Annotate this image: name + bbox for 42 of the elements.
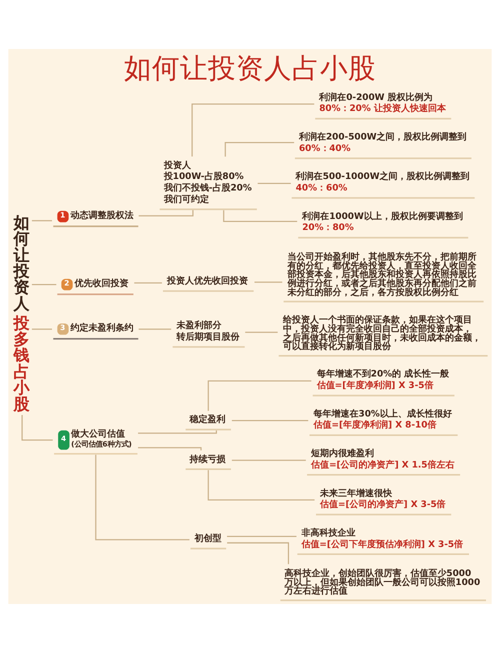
connector <box>192 103 314 157</box>
node-text: 稳定盈利 <box>190 415 226 426</box>
node-text: 高科技企业，创始团队很厉害，估值至少5000万以上，但如果创始团队一般公司可以按照1000万左右进行估值 <box>284 568 480 597</box>
connector <box>32 220 52 222</box>
connector <box>258 182 291 184</box>
node-text: 利润在0-200W 股权比例为 80%：20% 让投资人快速回本 <box>319 92 446 114</box>
node-text: 投资人 投100W-占股80% 我们不投钱-占股20% 我们可约定 <box>164 160 252 205</box>
node-text: 每年增速在30%以上、成长性很好 估值=[年度净利润] X 8-10倍 <box>314 409 452 431</box>
node-text: 短期内很难盈利 估值=[公司的净资产] X 1.5倍左右 <box>311 449 454 470</box>
node-text: 给投资人一个书面的保证条款，如果在这个项目中，投资人没有完全收回自己的全部投资成本，之后再做其他任何新项目时，未收回成本的金额，可以直接转化为新项目股份 <box>282 315 481 352</box>
node-text: 初创型 <box>194 534 222 544</box>
node-text: 利润在500-1000W之间，股权比例调整到 40%：60% <box>296 172 470 194</box>
connector <box>138 328 172 330</box>
connector <box>138 430 217 434</box>
connector <box>232 460 306 461</box>
node-text: 未来三年增速很快 估值=[公司的净资产] X 3-5倍 <box>320 488 446 510</box>
connector <box>227 542 290 564</box>
connector <box>138 210 194 216</box>
connector <box>32 284 56 286</box>
connector <box>224 142 294 157</box>
node-text: 利润在1000W以上，股权比例要调整到 20%：80% <box>302 212 463 234</box>
node-text: 利润在200-500W之间，股权比例调整到 60%：40% <box>298 132 467 154</box>
node-text: 投资人优先收回投资 <box>167 276 248 287</box>
connector <box>95 454 190 540</box>
node-text: 未盈利部分 转后期项目股份 <box>176 321 240 342</box>
node-text: 每年增速不到20%的 成长性一般 估值=[年度净利润] X 3-5倍 <box>316 370 450 392</box>
connector <box>134 282 162 284</box>
node-text: 如何让投资人 投多钱占小股 <box>14 212 30 414</box>
connector <box>254 282 282 283</box>
connector <box>232 420 308 422</box>
diagram-title: 如何让投资人占小股 <box>124 52 376 84</box>
connector <box>22 414 53 441</box>
connector <box>138 447 202 450</box>
connector <box>223 210 298 222</box>
connector <box>208 380 312 411</box>
connector <box>208 470 315 501</box>
connector <box>32 328 52 330</box>
node-text: 非高科技企业 估值=[公司下年度预估净利润] X 3-5倍 <box>301 528 464 550</box>
connector <box>227 536 296 537</box>
connector <box>245 332 278 333</box>
node-text: 当公司开始盈利时，其他股东先不分，把前期所有的分红，都优先给投资人，直至投资人收回全部投资本金，后其他股东和投资人再依照持股比例进行分红，或者之后其他股东再分配他们之前未分红的部分，之后，各方按股权比例分红 <box>288 252 477 298</box>
node-text: 持续亏损 <box>190 454 226 465</box>
